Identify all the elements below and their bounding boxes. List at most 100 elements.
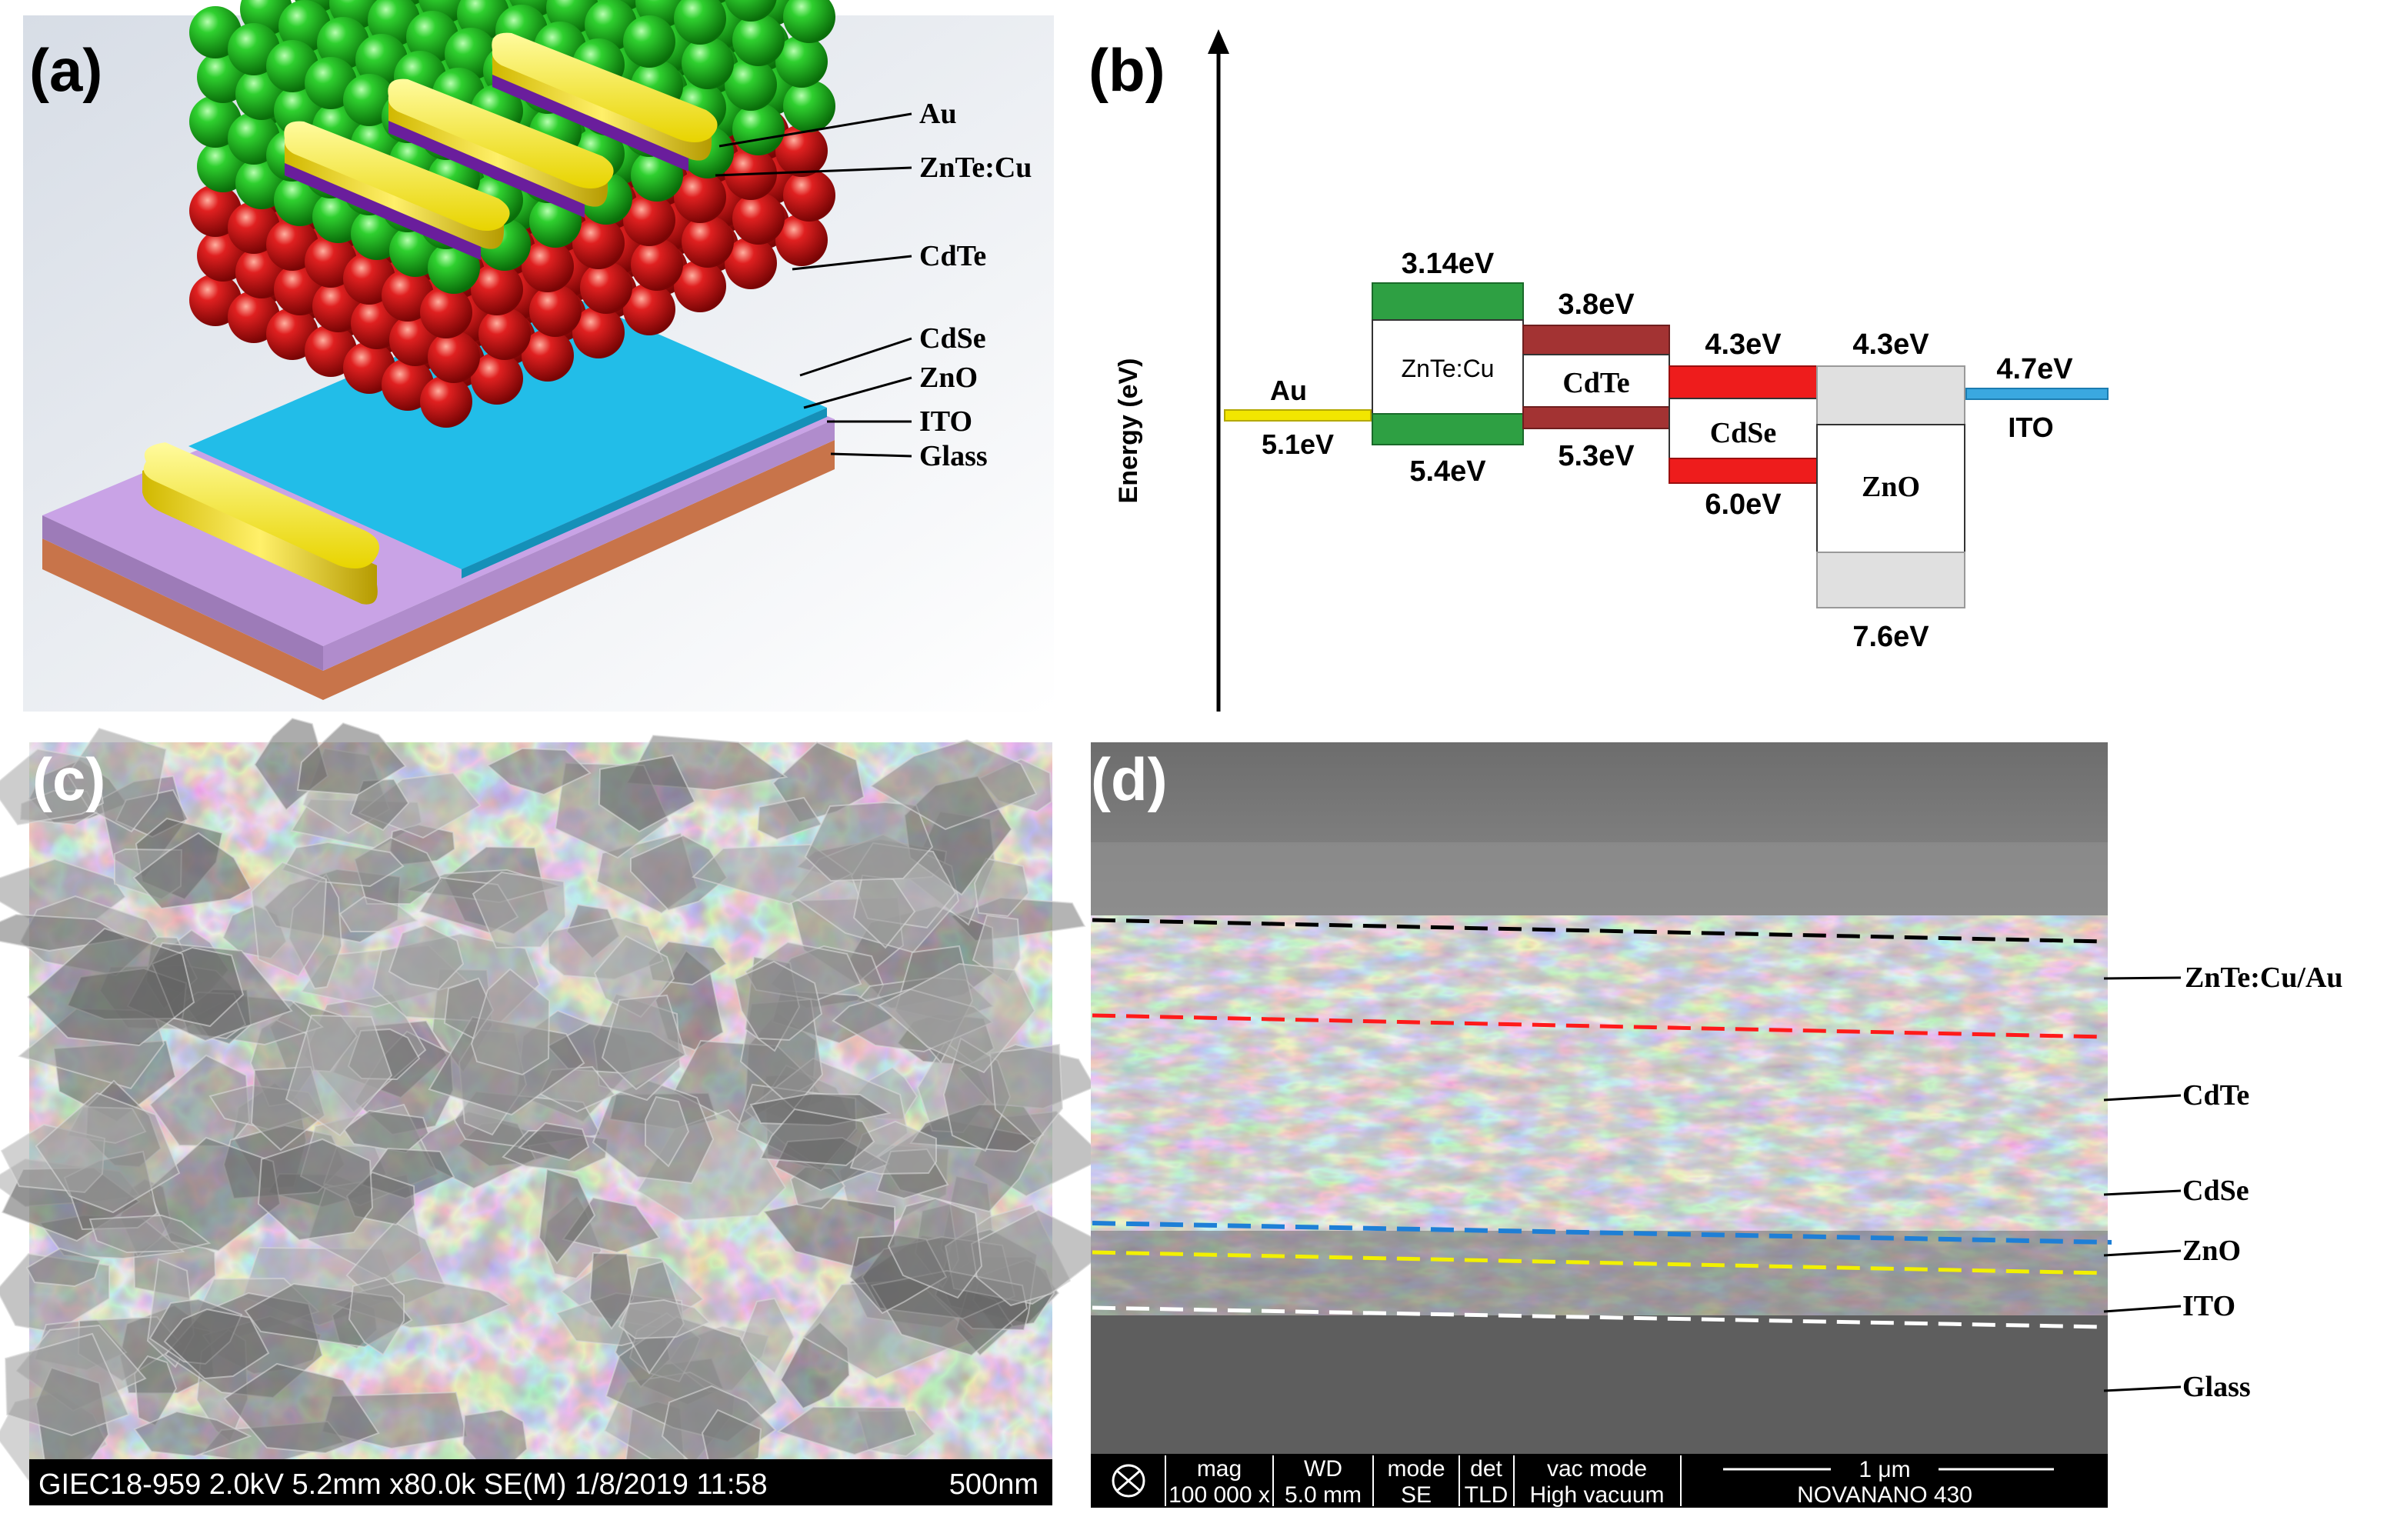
au-value: 5.1eV <box>1262 428 1334 460</box>
panel-a-label: (a) <box>29 36 102 104</box>
electrode-purple-layer <box>492 73 688 172</box>
ito-layer-top <box>188 288 827 569</box>
glass-substrate-side <box>42 440 835 700</box>
sem-grain <box>35 1092 181 1214</box>
det-value: TLD <box>1465 1482 1509 1508</box>
cross-section-lower-blend <box>1091 1231 2108 1315</box>
sem-grain <box>296 722 407 796</box>
sem-grain <box>588 1252 635 1330</box>
cdte-cb <box>1522 325 1670 355</box>
sem-grain <box>517 1122 590 1162</box>
electrode-gold-top <box>492 32 718 142</box>
layer-leader-line <box>715 166 912 177</box>
cdse-sphere <box>674 260 726 312</box>
mag-value: 100 000 x <box>1168 1482 1270 1508</box>
ito-name: ITO <box>2008 412 2053 443</box>
panel-d-label: (d) <box>1091 745 1168 813</box>
sem-info-text: GIEC18-959 2.0kV 5.2mm x80.0k SE(M) 1/8/… <box>38 1468 768 1501</box>
au-level <box>1224 409 1372 422</box>
sem-grain <box>538 1168 596 1265</box>
top-electrode <box>492 32 718 172</box>
cdse-top-value: 4.3eV <box>1705 328 1782 361</box>
znte-name: ZnTe:Cu <box>1402 355 1495 382</box>
sem-grain <box>869 738 1038 831</box>
cdte-sphere <box>428 242 480 294</box>
top-electrode <box>284 121 510 260</box>
zno-name: ZnO <box>1862 471 1920 503</box>
cdse-sphere <box>572 306 625 358</box>
zno-top-value: 4.3eV <box>1852 328 1929 361</box>
panel-b: (b) Energy (eV) Au 5.1eV ZnTe:Cu 3.14eV … <box>1088 29 2109 712</box>
sem-grain <box>388 924 465 991</box>
sem-grain <box>285 1014 393 1137</box>
sem-grains <box>0 717 1106 1488</box>
cdte-name: CdTe <box>1562 367 1629 399</box>
cdse-gap <box>1669 398 1818 459</box>
layer-leader-line <box>803 376 912 409</box>
cross-section-label-zno: ZnO <box>2182 1235 2241 1267</box>
sem-grain <box>4 1332 130 1437</box>
layer-leader-line <box>2103 1094 2182 1102</box>
au-label: Au <box>1270 375 1307 406</box>
layer-label-cdse: CdSe <box>919 322 986 355</box>
instrument-name: NOVANANO 430 <box>1797 1482 1972 1508</box>
cross-section-label-glass: Glass <box>2182 1371 2251 1403</box>
znte-top-value: 3.14eV <box>1402 248 1495 280</box>
cdte-bottom-value: 5.3eV <box>1558 440 1635 472</box>
cdse-sphere <box>522 240 574 292</box>
sem-grain <box>618 1298 711 1340</box>
panel-c: GIEC18-959 2.0kV 5.2mm x80.0k SE(M) 1/8/… <box>0 717 1106 1505</box>
electrode-gold-top <box>284 121 510 231</box>
cdte-sphere <box>783 80 835 132</box>
wd-value: 5.0 mm <box>1285 1482 1362 1508</box>
layer-label-cdte: CdTe <box>919 240 986 272</box>
sem-grain <box>472 871 567 949</box>
ito-value: 4.7eV <box>1996 353 2073 385</box>
energy-axis-label: Energy (eV) <box>1114 358 1143 504</box>
sem-grain <box>630 834 728 912</box>
layer-leader-line <box>830 452 912 458</box>
sem-grain <box>486 747 592 796</box>
cdte-sphere <box>775 35 828 88</box>
layer-label-ito: ITO <box>919 405 972 438</box>
layer-label-au: Au <box>919 98 957 130</box>
cdte-sphere <box>783 0 835 43</box>
panel-d: mag 100 000 x WD 5.0 mm mode SE det TLD … <box>1091 742 2343 1508</box>
cdse-bottom-value: 6.0eV <box>1705 488 1782 521</box>
electrode-purple-layer <box>285 162 481 260</box>
cdse-sphere <box>529 285 582 337</box>
sem-grain <box>132 832 252 910</box>
mag-header: mag <box>1197 1456 1242 1482</box>
sem-grain <box>738 1297 795 1375</box>
sem-scale-text: 500nm <box>949 1468 1038 1501</box>
cdse-sphere <box>572 217 625 269</box>
sem-grain <box>878 962 1036 1074</box>
electrode-purple-layer <box>388 119 585 218</box>
cdse-sphere <box>420 375 472 428</box>
sem-grain <box>26 927 195 1047</box>
sem-grain <box>601 994 687 1091</box>
layer-label-zno: ZnO <box>919 362 978 394</box>
layer-leader-line <box>718 112 912 148</box>
sem-grain <box>887 1197 983 1299</box>
cdte-sphere <box>732 103 785 155</box>
sem-grain <box>470 968 551 1076</box>
mode-header: mode <box>1387 1456 1445 1482</box>
cdse-sphere <box>631 238 683 291</box>
cdse-sphere <box>783 169 835 222</box>
electrode-gold-top <box>388 78 614 188</box>
vac-value: High vacuum <box>1529 1482 1664 1508</box>
top-electrodes <box>284 32 718 260</box>
energy-axis-arrow <box>1208 29 1229 54</box>
cdse-sphere <box>674 171 726 223</box>
ito-layer-edge <box>462 408 827 578</box>
wd-header: WD <box>1304 1456 1342 1482</box>
cross-section-label-ito: ITO <box>2182 1290 2235 1322</box>
sem-grain <box>25 1247 102 1288</box>
layer-leader-line <box>792 255 912 271</box>
sem-grain <box>349 778 410 832</box>
cdse-sphere <box>623 283 675 335</box>
layer-leader-line <box>2103 1305 2182 1313</box>
layer-label-zntecu: ZnTe:Cu <box>919 152 1032 184</box>
